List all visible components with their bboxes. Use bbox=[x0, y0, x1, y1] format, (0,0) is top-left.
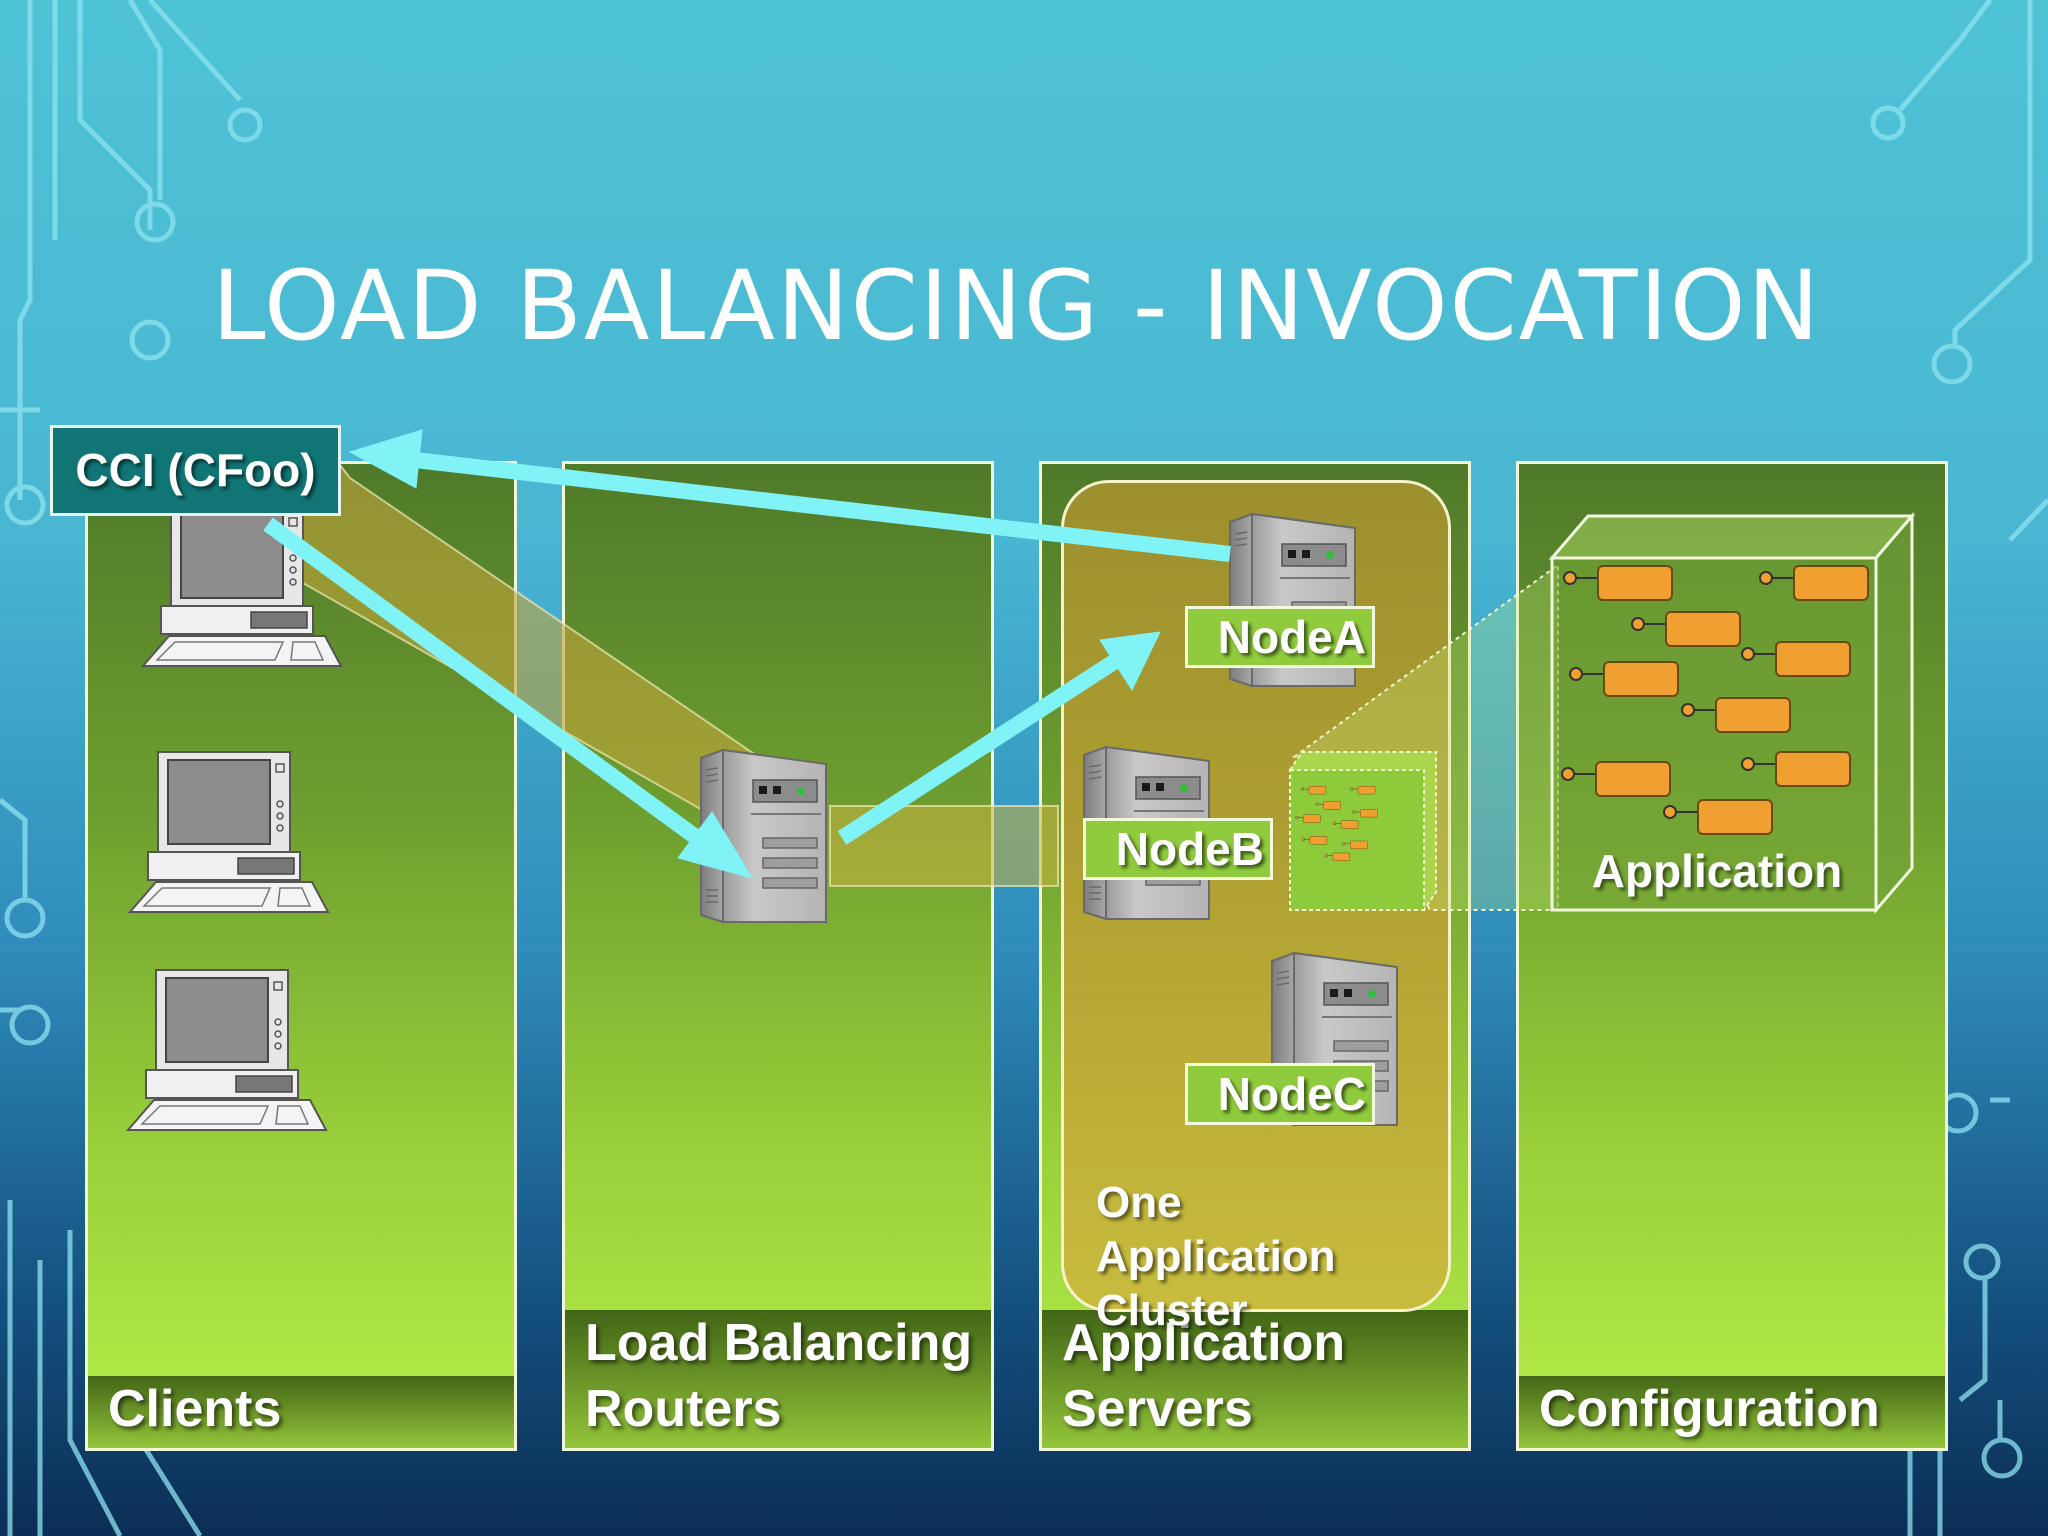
configuration-label: Configuration bbox=[1519, 1376, 1945, 1448]
client-computer-3 bbox=[127, 969, 327, 1131]
nodec-label: NodeC bbox=[1185, 1063, 1375, 1125]
routers-label-line2: Routers bbox=[585, 1380, 782, 1438]
servers-label-line2: Servers bbox=[1062, 1380, 1253, 1438]
slide-title: LOAD BALANCING - INVOCATION bbox=[212, 250, 1822, 362]
cluster-label-line1: One Application bbox=[1096, 1178, 1336, 1281]
nodeb-label: NodeB bbox=[1083, 818, 1273, 880]
routers-label: Load Balancing Routers bbox=[565, 1310, 991, 1448]
client-computer-2 bbox=[129, 751, 329, 913]
application-module-icon bbox=[1288, 751, 1437, 912]
cluster-label: One Application Cluster bbox=[1096, 1176, 1426, 1338]
routers-panel: Load Balancing Routers bbox=[562, 461, 994, 1451]
nodea-label: NodeA bbox=[1185, 606, 1375, 668]
cluster-label-line2: Cluster bbox=[1096, 1286, 1248, 1335]
application-label: Application bbox=[1591, 845, 1843, 897]
routers-label-line1: Load Balancing bbox=[585, 1314, 973, 1372]
clients-label: Clients bbox=[88, 1376, 514, 1448]
application-box-icon bbox=[1548, 511, 1916, 915]
cci-client-label: CCI (CFoo) bbox=[50, 425, 341, 516]
servers-label-line1: Application bbox=[1062, 1314, 1346, 1372]
servers-label: Application Servers bbox=[1042, 1310, 1468, 1448]
